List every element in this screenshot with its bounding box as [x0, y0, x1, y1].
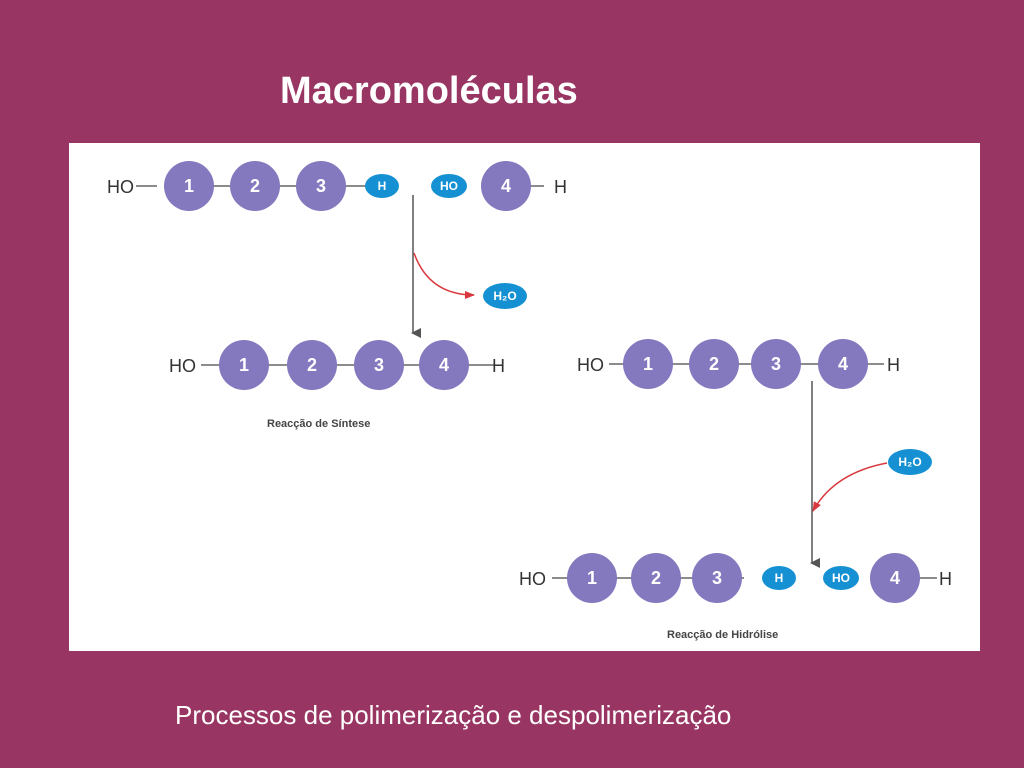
- monomer-2: 2: [230, 161, 280, 211]
- hydroxyl-label: HO: [107, 177, 134, 197]
- monomer-4: 4: [419, 340, 469, 390]
- monomer-3: 3: [296, 161, 346, 211]
- svg-text:H₂O: H₂O: [898, 455, 921, 469]
- hydroxyl-label: HO: [169, 356, 196, 376]
- water-release-arrow: [413, 252, 475, 299]
- monomer-1: 1: [164, 161, 214, 211]
- svg-text:4: 4: [890, 568, 900, 588]
- polymer-chain-synthesis: HO 1 2 3 4 H: [169, 340, 505, 390]
- svg-text:3: 3: [712, 568, 722, 588]
- monomer-3: 3: [354, 340, 404, 390]
- svg-text:3: 3: [771, 354, 781, 374]
- monomer-1: 1: [567, 553, 617, 603]
- monomer-2: 2: [689, 339, 739, 389]
- hydrogen-label: H: [554, 177, 567, 197]
- hydrogen-label: H: [492, 356, 505, 376]
- reaction-diagram: HO 1 2 3 H HO 4 H H₂O HO 1 2 3 4 H Reacç…: [69, 143, 980, 651]
- slide-title: Macromoléculas: [280, 70, 578, 112]
- monomer-2: 2: [631, 553, 681, 603]
- water-input-arrow: [812, 462, 888, 512]
- hydrogen-chip: H: [365, 174, 399, 198]
- svg-text:H: H: [775, 571, 784, 585]
- monomer-4: 4: [481, 161, 531, 211]
- monomer-3: 3: [692, 553, 742, 603]
- hydroxyl-label: HO: [577, 355, 604, 375]
- svg-text:3: 3: [374, 355, 384, 375]
- hydrogen-label: H: [939, 569, 952, 589]
- svg-text:3: 3: [316, 176, 326, 196]
- svg-text:H: H: [378, 179, 387, 193]
- hydroxyl-chip: HO: [431, 174, 467, 198]
- svg-text:2: 2: [250, 176, 260, 196]
- svg-text:2: 2: [307, 355, 317, 375]
- svg-text:1: 1: [184, 176, 194, 196]
- monomer-2: 2: [287, 340, 337, 390]
- hydrolysis-products-chain: HO 1 2 3 H HO 4 H: [519, 553, 952, 603]
- water-released-chip: H₂O: [483, 283, 527, 309]
- svg-text:4: 4: [501, 176, 511, 196]
- monomer-1: 1: [623, 339, 673, 389]
- slide-caption: Processos de polimerização e despolimeri…: [175, 700, 732, 730]
- polymer-chain-hydrolysis-input: HO 1 2 3 4 H: [577, 339, 900, 389]
- svg-text:2: 2: [651, 568, 661, 588]
- svg-text:2: 2: [709, 354, 719, 374]
- hydrogen-chip: H: [762, 566, 796, 590]
- hydroxyl-label: HO: [519, 569, 546, 589]
- svg-text:1: 1: [239, 355, 249, 375]
- svg-text:4: 4: [439, 355, 449, 375]
- svg-text:HO: HO: [440, 179, 458, 193]
- svg-text:HO: HO: [832, 571, 850, 585]
- monomer-1: 1: [219, 340, 269, 390]
- svg-text:H₂O: H₂O: [493, 289, 516, 303]
- hydrogen-label: H: [887, 355, 900, 375]
- monomer-3: 3: [751, 339, 801, 389]
- hydrolysis-reaction-label: Reacção de Hidrólise: [667, 629, 778, 641]
- reactants-chain: HO 1 2 3 H HO 4 H: [107, 161, 567, 211]
- svg-text:4: 4: [838, 354, 848, 374]
- monomer-4: 4: [870, 553, 920, 603]
- monomer-4: 4: [818, 339, 868, 389]
- svg-text:1: 1: [643, 354, 653, 374]
- svg-text:1: 1: [587, 568, 597, 588]
- hydroxyl-chip: HO: [823, 566, 859, 590]
- diagram-canvas: HO 1 2 3 H HO 4 H H₂O HO 1 2 3 4 H Reacç…: [107, 161, 952, 641]
- water-input-chip: H₂O: [888, 449, 932, 475]
- synthesis-reaction-label: Reacção de Síntese: [267, 418, 370, 430]
